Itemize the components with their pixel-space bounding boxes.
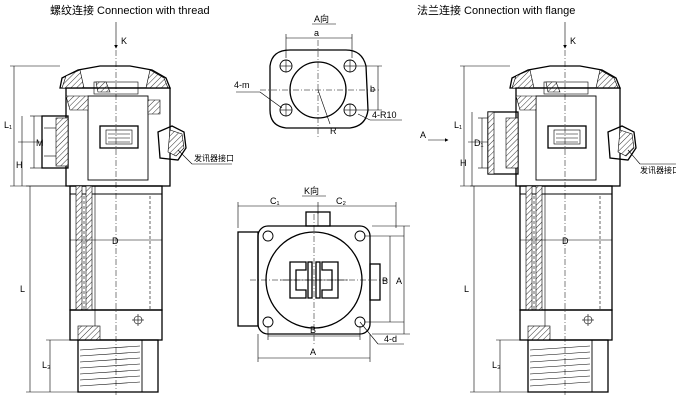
indicator-callout-left: 发讯器接口 [194, 153, 234, 163]
k-arrow-left-label: K [121, 36, 127, 46]
dim-k-a-side: A [396, 276, 402, 286]
dim-left-l3: L₃ [42, 360, 51, 370]
dim-a-view-b: b [370, 84, 375, 94]
k-arrow-right-label: K [570, 36, 576, 46]
indicator-port-right [607, 125, 637, 161]
dim-a-view-a: a [314, 28, 319, 38]
right-filter-view: K A 发讯器接口 [420, 22, 676, 395]
title-flange: 法兰连接 Connection with flange [417, 3, 575, 17]
a-view-label: A向 [314, 13, 329, 24]
dim-left-h: H [16, 160, 23, 170]
indicator-port-left [157, 125, 187, 161]
callout-4r10: 4-R10 [372, 110, 397, 120]
dim-right-l3: L₃ [492, 360, 501, 370]
dim-k-c2: C₂ [336, 196, 346, 206]
flange-plate [269, 49, 369, 129]
dim-k-b-side: B [382, 276, 388, 286]
dim-right-h: H [460, 158, 467, 168]
dim-k-b-bottom: B [310, 325, 316, 335]
callout-r: R [330, 126, 337, 136]
dim-right-l: L [464, 284, 469, 294]
dim-right-l1: L₁ [454, 120, 462, 130]
dim-right-d1: D₁ [474, 138, 484, 148]
a-view-flange: A向 a 4-m R 4-R10 [234, 13, 402, 138]
left-filter-view: K 发讯器接口 [4, 22, 234, 395]
callout-4m: 4-m [234, 80, 250, 90]
k-view-bottom: K向 C₁ C₂ B [237, 185, 410, 362]
dim-right-d: D [562, 236, 569, 246]
title-thread: 螺纹连接 Connection with thread [50, 3, 210, 17]
dim-left-l1: L₁ [4, 120, 12, 130]
dim-k-c1: C₁ [270, 196, 280, 206]
k-view-label: K向 [304, 185, 319, 196]
flange-bore [289, 61, 347, 119]
dim-left-m: M [36, 138, 44, 148]
a-arrow-label: A [420, 130, 426, 140]
indicator-callout-right: 发讯器接口 [640, 165, 676, 175]
callout-4d: 4-d [384, 334, 397, 344]
dim-left-l: L [20, 284, 25, 294]
dim-k-a-bottom: A [310, 347, 316, 357]
dim-left-d: D [112, 236, 119, 246]
